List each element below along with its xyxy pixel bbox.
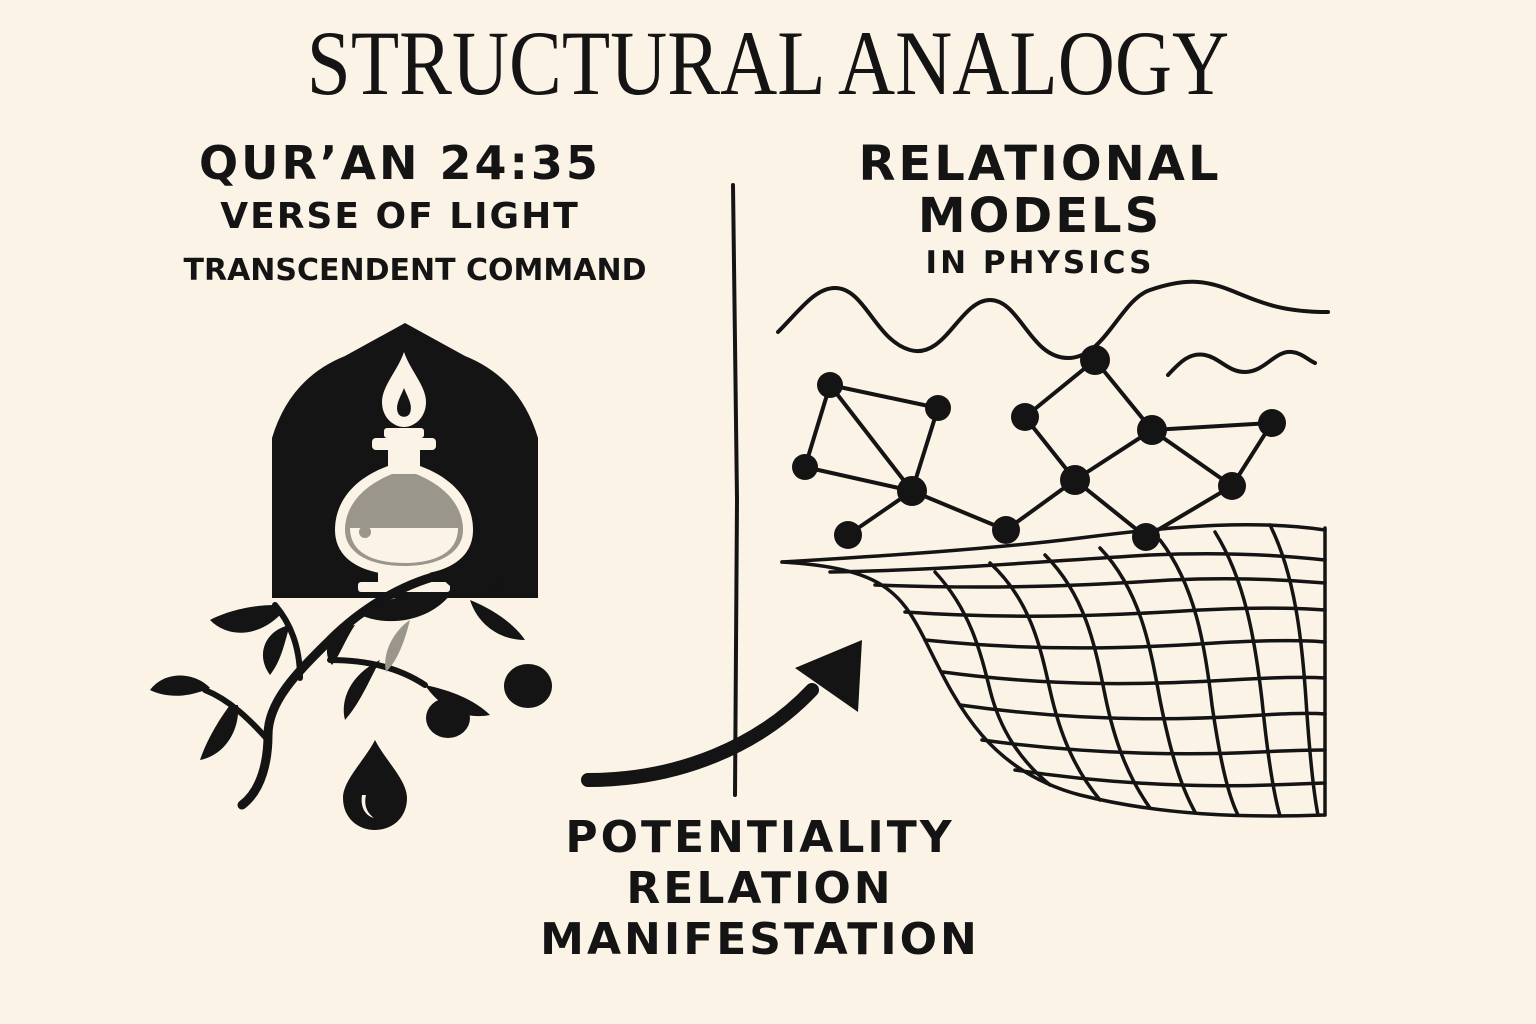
bottom-line-relation: RELATION	[626, 863, 894, 914]
diagram-title: STRUCTURAL ANALOGY	[306, 12, 1230, 114]
spacetime-grid-icon	[780, 522, 1327, 818]
olive-branch-icon	[150, 570, 552, 810]
lamp-niche-icon	[272, 323, 538, 598]
right-heading-line1: RELATIONAL	[858, 136, 1222, 192]
left-subheading: VERSE OF LIGHT	[220, 196, 580, 237]
left-heading: QUR’AN 24:35	[199, 136, 601, 190]
right-heading-line2: MODELS	[917, 188, 1163, 244]
bottom-line-manifestation: MANIFESTATION	[540, 914, 980, 965]
bottom-line-potentiality: POTENTIALITY	[565, 812, 955, 863]
wave-icon	[776, 279, 1330, 377]
curved-arrow-icon	[581, 640, 862, 787]
network-graph-icon	[792, 345, 1286, 551]
center-divider	[731, 183, 740, 797]
right-caption: IN PHYSICS	[925, 245, 1155, 281]
oil-drop-icon	[343, 740, 407, 830]
left-caption: TRANSCENDENT COMMAND	[183, 253, 647, 288]
